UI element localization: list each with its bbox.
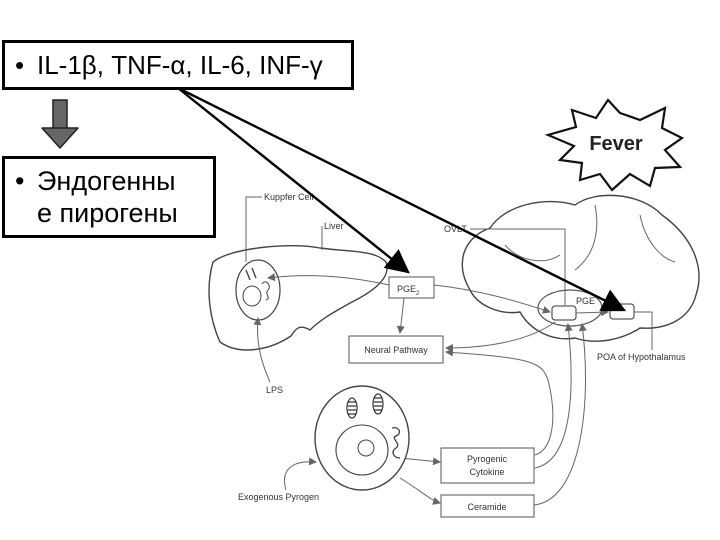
arrow-exo-to-cell — [284, 457, 317, 491]
lps-label: LPS — [266, 385, 283, 395]
arrow-cell-to-pyrogenic — [399, 457, 441, 466]
pyrogenic-cytokine-box — [440, 447, 535, 484]
fever-label: Fever — [589, 133, 643, 155]
kuppfer-organelle — [261, 281, 270, 301]
poa-label: POA of Hypothalamus — [597, 352, 686, 362]
golgi-shape — [391, 427, 401, 459]
arrow-pge2-to-neural — [396, 297, 405, 334]
kuppfer-leader — [245, 196, 262, 262]
neural-pathway-label: Neural Pathway — [364, 345, 428, 355]
bullet: • — [15, 50, 25, 80]
pge2-box — [388, 276, 435, 299]
brain-outline — [461, 194, 700, 342]
poa-box — [609, 303, 635, 320]
macrophage-nucleolus — [357, 439, 375, 457]
arrow-pyrogenic-up-2 — [534, 323, 573, 469]
liver-label: Liver — [324, 221, 344, 231]
down-arrow-icon — [41, 99, 79, 149]
fever-starburst — [544, 98, 685, 192]
arrow-pyrogenic-up-1 — [445, 348, 554, 456]
pge2-label: PGE2 — [397, 284, 420, 297]
bullet: • — [15, 166, 25, 196]
pyrogenic-label-1: Pyrogenic — [467, 454, 508, 464]
arrow-neural-from-hypo — [445, 321, 556, 352]
kuppfer-nucleus — [242, 285, 262, 307]
exogenous-pyrogen-label: Exogenous Pyrogen — [238, 492, 319, 502]
arrow-ovlt-to-poa — [575, 308, 609, 317]
arrow-cytokines-to-poa — [177, 86, 627, 312]
pyrogenic-label-2: Cytokine — [469, 467, 504, 477]
neural-pathway-box — [348, 335, 444, 364]
kuppfer-organelle — [245, 267, 257, 281]
poa-leader — [634, 311, 653, 350]
ovlt-box — [551, 305, 577, 321]
cytokines-text: IL-1β, TNF-α, IL-6, INF-γ — [37, 50, 323, 80]
mitochondria — [346, 393, 384, 419]
endogenous-line-1: Эндогенны — [37, 166, 176, 196]
arrow-cell-to-ceramide — [399, 477, 441, 505]
ceramide-label: Ceramide — [467, 502, 506, 512]
brain-fold — [639, 214, 676, 263]
endogenous-pyrogens-box: • Эндогенны е пирогены — [2, 156, 216, 238]
arrow-pge2-to-ovlt — [433, 284, 551, 314]
arrow-ceramide-up — [533, 323, 587, 506]
ovlt-label: OVLT — [444, 224, 467, 234]
pge-right-label: PGE — [576, 296, 595, 306]
brain-fold — [574, 204, 598, 271]
liver-outline — [208, 244, 388, 351]
arrow-pge2-to-kuppfer — [267, 273, 390, 286]
arrow-cytokines-to-pge2 — [177, 87, 410, 274]
brain-fold — [504, 244, 561, 262]
kuppfer-cell-label: Kuppfer Cell — [264, 192, 314, 202]
cytokines-box: • IL-1β, TNF-α, IL-6, INF-γ — [2, 40, 354, 90]
arrow-lps-to-liver — [253, 317, 271, 383]
ceramide-box — [440, 494, 535, 518]
endogenous-line-2: е пирогены — [37, 198, 178, 228]
